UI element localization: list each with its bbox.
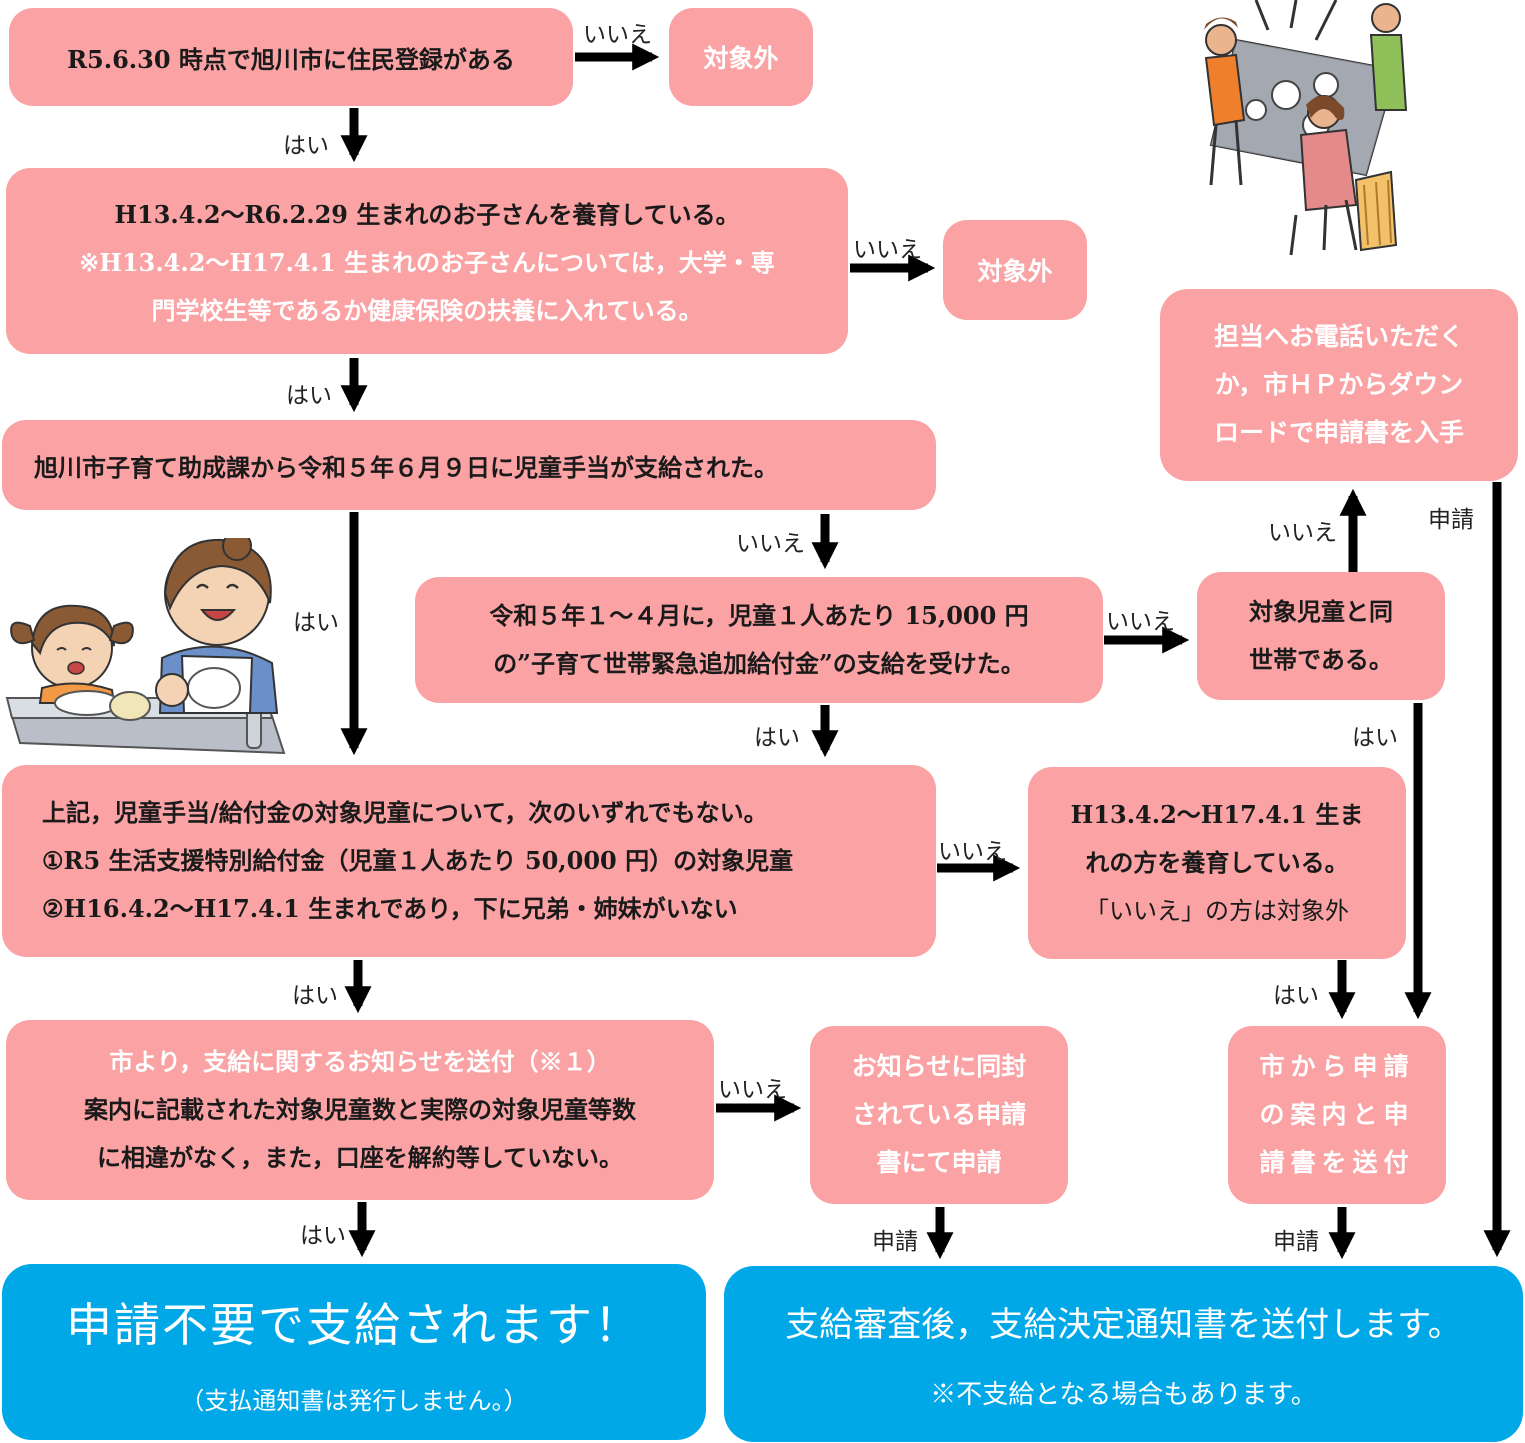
question-not-other-benefit-line1: 上記，児童手当/給付金の対象児童について，次のいずれでもない。 <box>42 798 768 827</box>
question-notice-accurate: 市より，支給に関するお知らせを送付（※１） 案内に記載された対象児童数と実際の対… <box>6 1020 714 1200</box>
question-not-other-benefit: 上記，児童手当/給付金の対象児童について，次のいずれでもない。 ①R5 生活支援… <box>2 765 936 957</box>
question-residency-text: R5.6.30 時点で旭川市に住民登録がある <box>67 44 515 74</box>
info-apply-with-enclosed-form: お知らせに同封 されている申請 書にて申請 <box>810 1026 1068 1204</box>
question-not-other-benefit-line2: ①R5 生活支援特別給付金（児童１人あたり 50,000 円）の対象児童 <box>42 846 794 875</box>
question-same-household-line1: 対象児童と同 <box>1249 597 1393 626</box>
result-auto-payment-note: （支払通知書は発行しません。） <box>180 1386 528 1415</box>
result-not-eligible-2-text: 対象外 <box>977 257 1053 286</box>
question-child-birthdate-line1: H13.4.2〜R6.2.29 生まれのお子さんを養育している。 <box>114 200 740 229</box>
label-yes-q3: はい <box>293 610 339 636</box>
label-yes-q6: はい <box>292 983 338 1009</box>
mother-child-illustration <box>5 538 286 755</box>
result-review-notice-title: 支給審査後，支給決定通知書を送付します。 <box>785 1305 1462 1345</box>
label-no-q1: いいえ <box>583 22 652 48</box>
result-auto-payment-title: 申請不要で支給されます！ <box>66 1297 642 1352</box>
label-apply-citysend: 申請 <box>1273 1229 1319 1255</box>
result-auto-payment: 申請不要で支給されます！ （支払通知書は発行しません。） <box>2 1264 706 1440</box>
question-emergency-benefit-line2: の”子育て世帯緊急追加給付金”の支給を受けた。 <box>493 649 1025 678</box>
question-notice-accurate-line1: 市より，支給に関するお知らせを送付（※１） <box>109 1047 611 1076</box>
result-not-eligible-2: 対象外 <box>943 220 1087 320</box>
question-raising-older-child: H13.4.2〜H17.4.1 生ま れの方を養育している。 「いいえ」の方は対… <box>1028 767 1406 959</box>
label-no-q4: いいえ <box>1106 609 1175 635</box>
result-not-eligible-1: 対象外 <box>669 8 813 106</box>
label-no-q5: いいえ <box>1268 520 1337 546</box>
label-no-q3: いいえ <box>736 531 805 557</box>
result-not-eligible-1-text: 対象外 <box>703 44 779 73</box>
question-emergency-benefit: 令和５年１〜４月に，児童１人あたり 15,000 円 の”子育て世帯緊急追加給付… <box>415 577 1103 703</box>
question-child-allowance: 旭川市子育て助成課から令和５年６月９日に児童手当が支給された。 <box>2 420 936 510</box>
info-apply-with-enclosed-form-line1: お知らせに同封 <box>851 1052 1027 1081</box>
question-residency: R5.6.30 時点で旭川市に住民登録がある <box>9 8 573 106</box>
info-get-application-form-line2: か，市ＨＰからダウン <box>1214 370 1464 399</box>
label-no-q2: いいえ <box>853 237 922 263</box>
question-emergency-benefit-line1: 令和５年１〜４月に，児童１人あたり 15,000 円 <box>489 601 1029 630</box>
question-same-household: 対象児童と同 世帯である。 <box>1197 572 1445 700</box>
info-get-application-form-line3: ロードで申請書を入手 <box>1213 418 1464 447</box>
question-not-other-benefit-line3: ②H16.4.2〜H17.4.1 生まれであり，下に兄弟・姉妹がいない <box>42 894 738 923</box>
question-same-household-line2: 世帯である。 <box>1249 645 1393 674</box>
result-review-notice-note: ※不支給となる場合もあります。 <box>930 1380 1317 1410</box>
question-raising-older-child-line2: れの方を養育している。 <box>1085 848 1349 877</box>
label-yes-q5: はい <box>1352 725 1398 751</box>
result-review-notice: 支給審査後，支給決定通知書を送付します。 ※不支給となる場合もあります。 <box>724 1266 1523 1442</box>
info-get-application-form: 担当へお電話いただく か，市ＨＰからダウン ロードで申請書を入手 <box>1160 289 1518 481</box>
label-yes-q1: はい <box>283 133 329 159</box>
question-raising-older-child-line1: H13.4.2〜H17.4.1 生ま <box>1070 800 1364 829</box>
label-no-q8: いいえ <box>718 1077 787 1103</box>
question-child-allowance-text: 旭川市子育て助成課から令和５年６月９日に児童手当が支給された。 <box>34 452 778 482</box>
question-child-birthdate-line3: 門学校生等であるか健康保険の扶養に入れている。 <box>151 296 703 325</box>
label-no-q6: いいえ <box>938 839 1007 865</box>
info-get-application-form-line1: 担当へお電話いただく <box>1213 322 1464 351</box>
question-notice-accurate-line2: 案内に記載された対象児童数と実際の対象児童等数 <box>84 1095 636 1124</box>
question-raising-older-child-line3: 「いいえ」の方は対象外 <box>1085 897 1349 925</box>
info-city-sends-form: 市から申請 の案内と申 請書を送付 <box>1228 1026 1446 1204</box>
label-yes-q4: はい <box>754 725 800 751</box>
label-yes-q2: はい <box>286 383 332 409</box>
question-child-birthdate: H13.4.2〜R6.2.29 生まれのお子さんを養育している。 ※H13.4.… <box>6 168 848 354</box>
info-city-sends-form-line1: 市から申請 <box>1259 1052 1415 1081</box>
label-yes-q7: はい <box>1273 983 1319 1009</box>
label-yes-q8: はい <box>300 1223 346 1249</box>
info-apply-with-enclosed-form-line2: されている申請 <box>851 1100 1027 1129</box>
info-apply-with-enclosed-form-line3: 書にて申請 <box>876 1148 1002 1177</box>
label-apply-enclosed: 申請 <box>872 1229 918 1255</box>
info-city-sends-form-line3: 請書を送付 <box>1259 1148 1415 1177</box>
question-notice-accurate-line3: に相違がなく，また，口座を解約等していない。 <box>96 1143 624 1172</box>
family-dinner-illustration <box>1204 0 1408 256</box>
label-apply-phone: 申請 <box>1428 507 1474 533</box>
info-city-sends-form-line2: の案内と申 <box>1259 1100 1415 1129</box>
question-child-birthdate-line2: ※H13.4.2〜H17.4.1 生まれのお子さんについては，大学・専 <box>79 248 775 277</box>
